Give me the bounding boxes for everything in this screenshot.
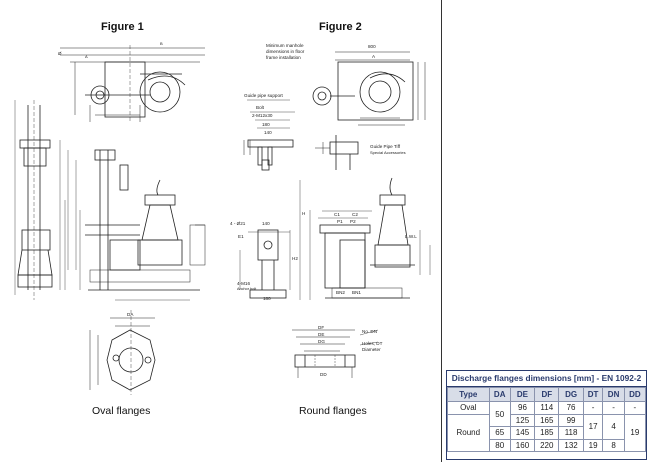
cell: 145 [509, 426, 536, 440]
dim-dd: DD [320, 372, 327, 377]
dim-lwl: L.W.L [405, 234, 417, 239]
dim-de: DE [318, 332, 324, 337]
callout-guide-pipe: Guide Pipe Tiff [370, 144, 401, 149]
dim-h2: H2 [292, 256, 298, 261]
dim-a: A [372, 54, 376, 59]
callout-holes: Holes, DT [362, 341, 383, 346]
figure-1-drawing: Ø A B [14, 41, 206, 395]
cell-dd-19: 19 [623, 413, 647, 452]
dim-df: DF [318, 325, 324, 330]
callout-manhole-3: frame installation [266, 55, 301, 60]
cell-da-80: 80 [488, 438, 511, 452]
dim-dg: DG [318, 339, 325, 344]
flange-dimension-table: Discharge flanges dimensions [mm] - EN 1… [446, 370, 647, 460]
cell-da-50: 50 [488, 401, 511, 427]
table-row: 80 160 220 132 19 8 [448, 438, 646, 452]
fig2-side-view [239, 180, 301, 300]
table-grid: Type DA DE DF DG DT DN DD Oval 50 96 114… [447, 387, 647, 452]
col-df: DF [534, 387, 560, 402]
sheet-border [441, 0, 442, 462]
cell-type-round: Round [447, 413, 490, 452]
dim-180-top: 180 [262, 122, 270, 127]
cell: 114 [534, 401, 560, 415]
caption-oval-flanges: Oval flanges [92, 405, 151, 417]
oval-flange-detail [89, 310, 156, 395]
callout-guide-support: Guide pipe support [244, 93, 284, 98]
fig2-plan-view [312, 51, 426, 126]
col-de: DE [509, 387, 536, 402]
callout-no-dn: No. DN [362, 329, 377, 334]
cell: 76 [558, 401, 584, 415]
cell: - [602, 401, 625, 415]
fig2-guide-support [243, 99, 295, 171]
table-title: Discharge flanges dimensions [mm] - EN 1… [447, 371, 646, 387]
cell-da-65: 65 [488, 426, 511, 440]
dim-da: DA [127, 312, 134, 317]
dim-140-top: 140 [264, 130, 272, 135]
cell-type-oval: Oval [447, 401, 490, 415]
callout-manhole-2: dimensions in floor [266, 49, 305, 54]
dim-bn1: BN1 [352, 290, 361, 295]
cell: 220 [534, 438, 560, 452]
fig2-guide-pipe [315, 135, 359, 170]
fig1-side-view [14, 100, 77, 300]
fig1-plan-view: Ø A B [58, 41, 205, 122]
col-dn: DN [602, 387, 625, 402]
dim-p1: P1 [337, 219, 343, 224]
round-flange-detail [292, 329, 379, 378]
callout-bolt: Bolt [256, 105, 265, 110]
cell: 96 [509, 401, 536, 415]
callout-bolt-size: 2-M12x30 [252, 113, 273, 118]
table-row: Round 125 165 99 17 4 19 [447, 413, 647, 452]
cell: 132 [558, 438, 584, 452]
dim-m16: 4-M16 [237, 281, 250, 286]
dim-800: 800 [368, 44, 376, 49]
fig1-elevation [64, 149, 206, 301]
fig2-elevation [309, 177, 431, 300]
dim-4-o21: 4 - Ø21 [230, 221, 246, 226]
svg-text:B: B [160, 41, 163, 46]
figure-2-title: Figure 2 [319, 21, 362, 33]
callout-anchor: Anchor bolt [237, 287, 257, 291]
svg-text:Ø: Ø [58, 51, 62, 56]
cell: - [582, 401, 604, 415]
cell: 118 [558, 426, 584, 440]
cell: 165 [534, 413, 560, 427]
col-da: DA [488, 387, 511, 402]
col-dg: DG [558, 387, 584, 402]
dim-c2: C2 [352, 212, 358, 217]
cell: 160 [509, 438, 536, 452]
dim-e1: E1 [238, 234, 244, 239]
cell: 99 [558, 413, 584, 427]
col-dd: DD [623, 387, 647, 402]
table-header-row: Type DA DE DF DG DT DN DD [447, 387, 647, 402]
cell: 8 [602, 438, 625, 452]
dim-c1: C1 [334, 212, 340, 217]
dim-h: H [302, 211, 305, 216]
figure-2-drawing: Minimum manhole dimensions in floor fram… [127, 43, 431, 378]
svg-text:A: A [85, 54, 88, 59]
cell: 19 [582, 438, 604, 452]
table-row: Oval 50 96 114 76 - - - [447, 401, 647, 427]
cell: 185 [534, 426, 560, 440]
caption-round-flanges: Round flanges [299, 405, 367, 417]
col-type: Type [447, 387, 490, 402]
dim-p2: P2 [350, 219, 356, 224]
dim-140: 140 [262, 221, 270, 226]
dim-180-bottom: 180 [263, 296, 271, 301]
figure-1-title: Figure 1 [101, 21, 144, 33]
cell: - [623, 401, 647, 415]
callout-special-acc: Special Accessories [370, 150, 406, 155]
cell-dn-4: 4 [602, 413, 625, 440]
cell: 125 [509, 413, 536, 427]
col-dt: DT [582, 387, 604, 402]
dim-bn2: BN2 [336, 290, 345, 295]
cell-dt-17: 17 [582, 413, 604, 440]
callout-manhole-1: Minimum manhole [266, 43, 304, 48]
callout-diameter: Diameter [362, 347, 381, 352]
